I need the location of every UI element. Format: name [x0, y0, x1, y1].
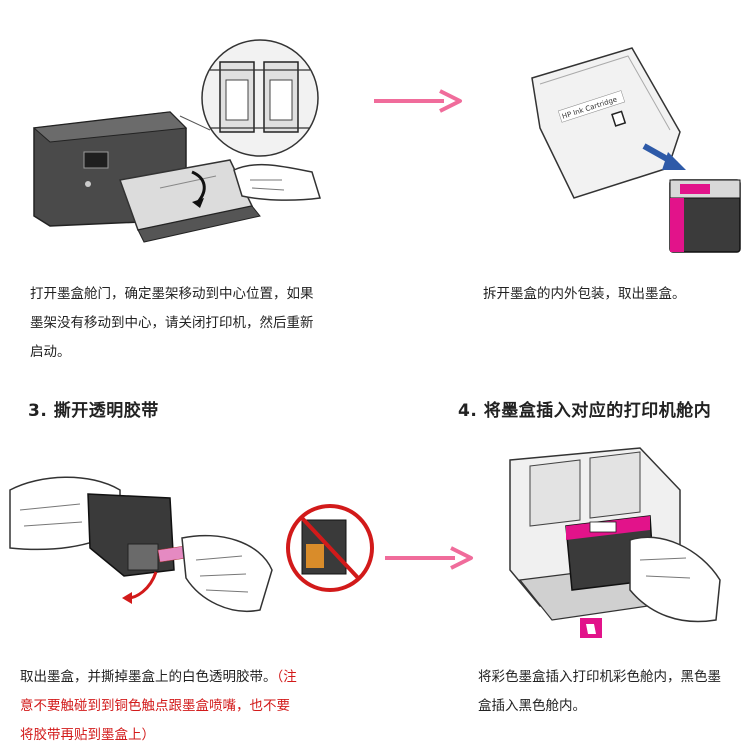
step3-caption-note: 意不要触碰到到铜色触点跟墨盒喷嘴，也不要	[20, 698, 290, 714]
step4-caption-line: 盒插入黑色舱内。	[478, 698, 586, 714]
step1-caption-line: 打开墨盒舱门，确定墨架移动到中心位置，如果	[30, 286, 314, 302]
no-touch-icon	[286, 504, 374, 592]
return-arrow-icon	[122, 571, 158, 604]
pink-arrow-icon	[374, 89, 462, 113]
step3-heading: 3. 撕开透明胶带	[28, 401, 159, 421]
pink-arrow-icon	[385, 546, 473, 570]
step1-caption-line: 启动。	[30, 344, 71, 360]
step3-caption: 取出墨盒，并撕掉墨盒上的白色透明胶带。（注 意不要触碰到到铜色触点跟墨盒喷嘴，也…	[20, 663, 365, 750]
cartridge-package-illustration: HP Ink Cartridge	[531, 47, 741, 253]
step1-caption-line: 墨架没有移动到中心，请关闭打印机，然后重新	[30, 315, 314, 331]
printer-illustration	[32, 39, 321, 243]
step3-caption-main: 取出墨盒，并撕掉墨盒上的白色透明胶带。	[20, 669, 277, 685]
step4-heading: 4. 将墨盒插入对应的打印机舱内	[458, 401, 712, 421]
step3-caption-note: 将胶带再贴到墨盒上）	[20, 727, 155, 743]
step2-caption: 拆开墨盒的内外包装，取出墨盒。	[483, 286, 686, 302]
insert-cartridge-illustration	[509, 447, 721, 638]
step3-caption-note-start: （注	[276, 669, 297, 685]
step4-caption-line: 将彩色墨盒插入打印机彩色舱内，黑色墨	[478, 669, 721, 685]
step4-caption: 将彩色墨盒插入打印机彩色舱内，黑色墨 盒插入黑色舱内。	[478, 663, 750, 721]
color-slot-icon	[580, 618, 602, 638]
step1-caption: 打开墨盒舱门，确定墨架移动到中心位置，如果 墨架没有移动到中心，请关闭打印机，然…	[30, 280, 365, 367]
step3-caption-line1: 取出墨盒，并撕掉墨盒上的白色透明胶带。（注	[20, 663, 365, 692]
remove-tape-illustration	[9, 476, 374, 612]
